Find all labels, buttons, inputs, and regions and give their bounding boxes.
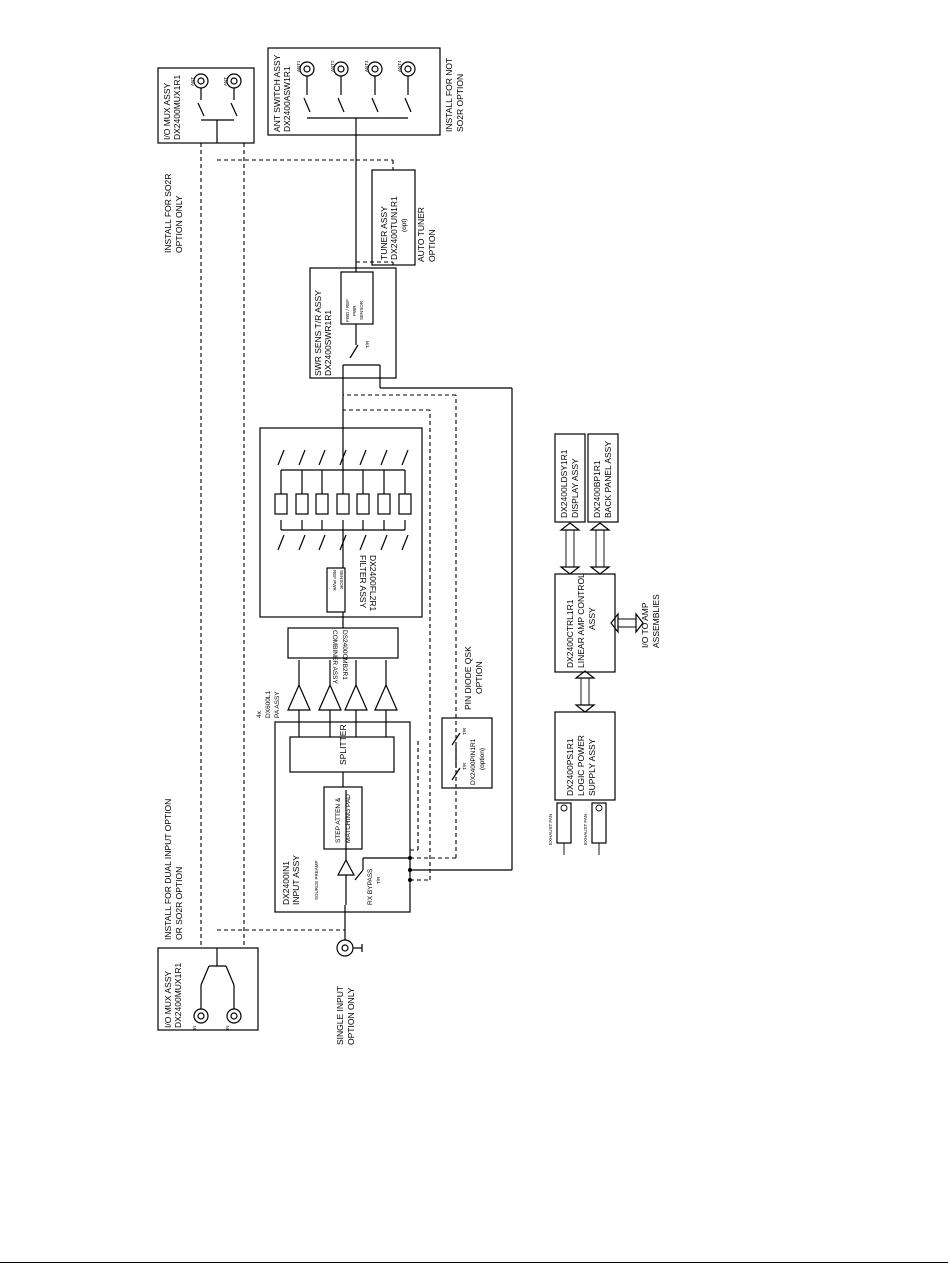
svg-text:DISPLAY ASSY: DISPLAY ASSY [570,458,580,518]
svg-text:EXHAUST FAN: EXHAUST FAN [583,814,588,845]
display-assy [554,433,586,523]
svg-text:EXHAUST FAN: EXHAUST FAN [548,814,553,845]
io-mux-right [157,67,255,144]
input-assy-title: INPUT ASSY [291,855,301,905]
svg-text:ASSY: ASSY [587,607,597,630]
single-input-note-1: SINGLE INPUT [335,986,345,1045]
svg-text:DS2400CMB2R1: DS2400CMB2R1 [341,630,348,680]
so2r-only-note-2: OPTION ONLY [174,195,184,253]
svg-text:LINEAR AMP CONTROL: LINEAR AMP CONTROL [576,573,586,668]
not-so2r-note-2: SO2R OPTION [455,74,465,132]
svg-text:T/R: T/R [376,876,381,884]
svg-text:IN: IN [192,1026,197,1031]
svg-text:SOURCE PREAMP: SOURCE PREAMP [314,860,319,900]
tuner-assy [356,159,416,266]
io-amp-link [610,612,644,634]
svg-text:ANT: ANT [190,77,195,86]
linear-amp-control [554,573,616,673]
splitter [289,710,395,787]
svg-text:DX2400MUX1R1: DX2400MUX1R1 [172,75,182,140]
svg-text:MATCHING PAD: MATCHING PAD [345,794,352,843]
svg-text:IN: IN [225,1026,230,1031]
svg-text:ANT3: ANT3 [364,60,369,72]
input-assy-part: DX2400IN1 [281,861,291,905]
svg-text:FWD / REF: FWD / REF [345,299,350,322]
so2r-only-note-1: INSTALL FOR SO2R [163,174,173,253]
single-input-note-2: OPTION ONLY [346,987,356,1045]
filter-bank [274,449,412,551]
svg-text:STEP ATTEN &: STEP ATTEN & [335,797,342,843]
auto-tuner-note-2: OPTION [427,229,437,262]
bypass-paths [343,365,513,881]
pin-diode-note-2: OPTION [474,661,484,694]
not-so2r-note-1: INSTALL FOR NOT [444,58,454,132]
svg-text:DX2400CTRL1R1: DX2400CTRL1R1 [565,599,575,668]
filter-assy-part: DX2400FL2R1 [368,555,378,612]
svg-text:DX600L1: DX600L1 [265,691,272,718]
svg-text:COMBINER ASSY: COMBINER ASSY [331,630,338,684]
svg-text:LOGIC POWER: LOGIC POWER [576,735,586,796]
svg-text:TUNER ASSY: TUNER ASSY [379,206,389,260]
svg-text:4x: 4x [256,710,263,718]
svg-text:REF PWR: REF PWR [332,570,337,591]
svg-text:ANT4: ANT4 [397,60,402,72]
auto-tuner-note-1: AUTO TUNER [416,207,426,262]
svg-text:SENSOR: SENSOR [339,570,344,590]
svg-text:T/R: T/R [365,340,370,348]
svg-text:PWR: PWR [352,305,357,316]
io-mux-left [157,947,259,1031]
display-link [559,522,581,575]
svg-text:I/O MUX ASSY: I/O MUX ASSY [162,83,172,140]
page-bottom-rule [0,1262,948,1263]
pa-assy [287,660,398,711]
svg-text:RX BYPASS: RX BYPASS [367,868,374,905]
svg-text:DX2400LDSY1R1: DX2400LDSY1R1 [559,449,569,518]
exhaust-fan-2 [591,802,607,855]
pin-diode-note-1: PIN DIODE QSK [463,646,473,710]
svg-text:ANT1: ANT1 [296,60,301,72]
svg-text:ANT: ANT [223,77,228,86]
svg-text:DX2400BP1R1: DX2400BP1R1 [592,460,602,518]
io-mux-left-title: I/O MUX ASSY [163,971,173,1028]
svg-text:ANT2: ANT2 [330,60,335,72]
swr-sens-assy [309,267,397,379]
svg-text:ANT SWITCH ASSY: ANT SWITCH ASSY [272,54,282,132]
back-panel-assy [587,433,619,523]
svg-text:DX2400SWR1R1: DX2400SWR1R1 [323,310,333,376]
svg-text:DX2400PIN1R1: DX2400PIN1R1 [470,738,477,785]
filter-assy [259,427,423,618]
io-mux-left-part: DX2400MUX1R1 [173,963,183,1028]
combiner-assy [287,617,399,659]
svg-text:T/R: T/R [462,762,467,770]
dual-input-note-2: OR SO2R OPTION [174,867,184,940]
filter-assy-title: FILTER ASSY [358,555,368,609]
svg-text:(opt): (opt) [401,219,408,232]
svg-text:PA ASSY: PA ASSY [274,691,281,718]
pin-diode-assy [441,717,493,789]
svg-text:DX2400TUN1R1: DX2400TUN1R1 [389,196,399,260]
so2r-dashed-links [200,143,356,948]
io-amp-note-2: ASSEMBLIES [651,594,661,648]
svg-text:DX2400ASW1R1: DX2400ASW1R1 [282,66,292,132]
step-atten-pad [323,786,363,850]
io-amp-note-1: I/O TO AMP [640,602,650,648]
ant-switch-assy [267,47,441,136]
dual-input-note-1: INSTALL FOR DUAL INPUT OPTION [163,799,173,940]
single-input-connector [336,905,363,957]
exhaust-fan-1 [556,802,572,855]
svg-text:SWR SENS T/R ASSY: SWR SENS T/R ASSY [313,290,323,376]
svg-text:BACK PANEL ASSY: BACK PANEL ASSY [603,441,613,518]
svg-text:SUPPLY ASSY: SUPPLY ASSY [587,738,597,796]
svg-text:DX2400PS1R1: DX2400PS1R1 [565,738,575,796]
splitter-label: SPLITTER [338,724,348,765]
back-panel-link [589,522,611,575]
input-assy [274,721,412,913]
svg-text:SENSOR: SENSOR [359,300,364,320]
ps-control-link [574,670,596,713]
svg-text:(option): (option) [479,748,486,770]
svg-text:T/R: T/R [462,727,467,735]
